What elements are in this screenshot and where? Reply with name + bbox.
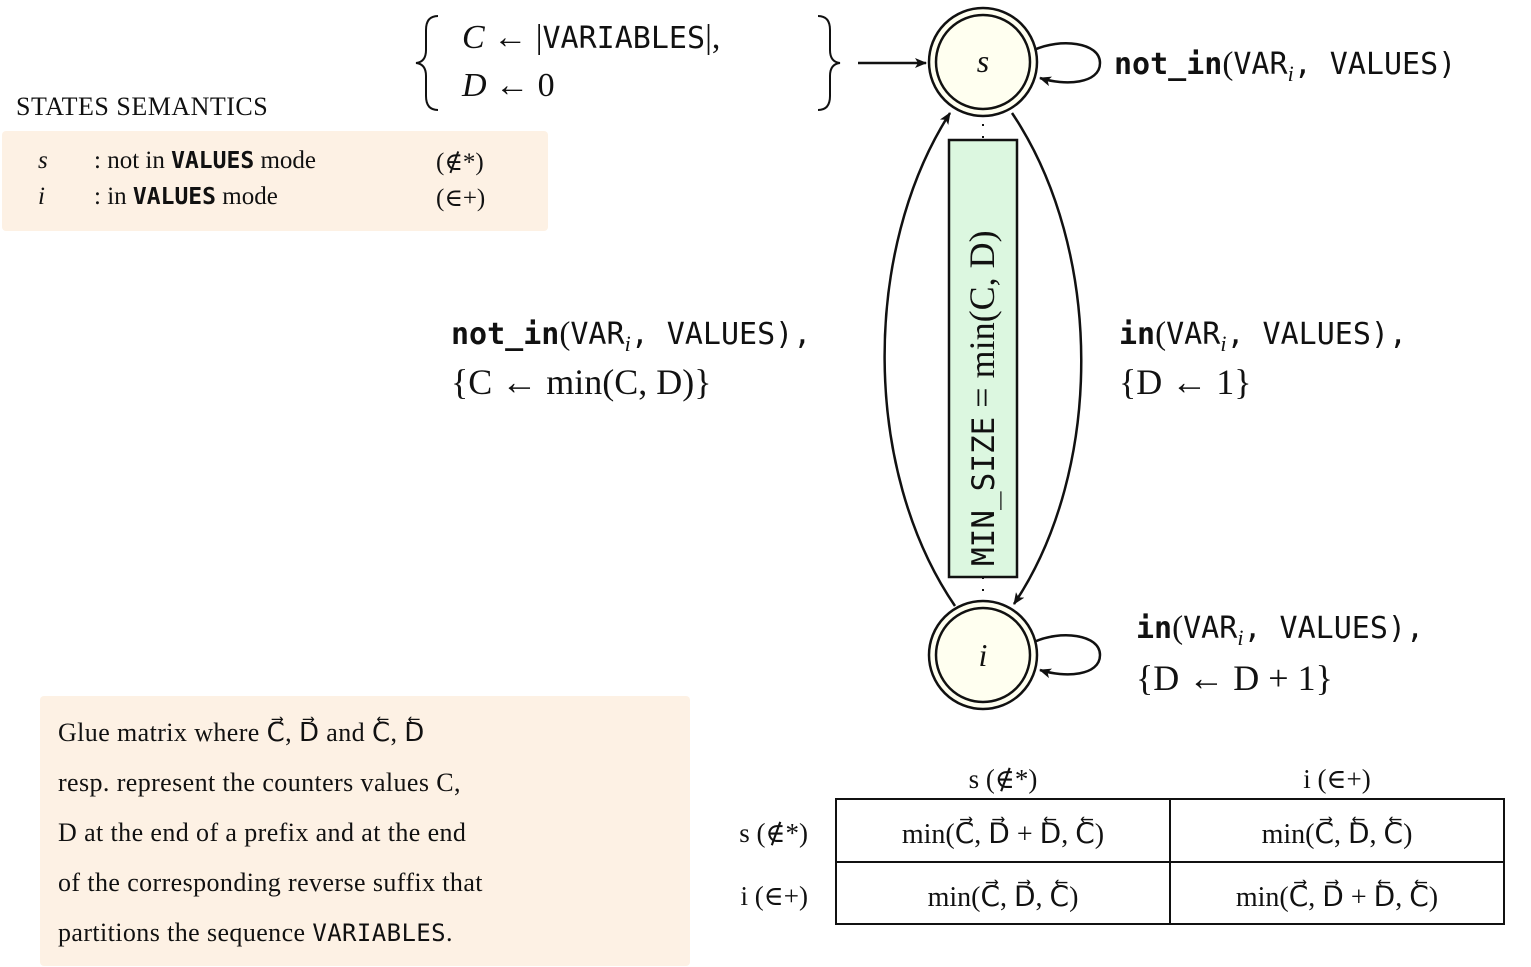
glue-row-header-i: i (∈+) [741,881,808,911]
self-loop-s [1033,42,1102,87]
self-loop-i [1033,634,1102,679]
glue-cell-s-s: min(C⃗, D⃗ + D⃖, C⃖) [902,816,1104,850]
left-brace [415,15,439,111]
glue-cell-i-i: min(C⃗, D⃗ + D⃖, C⃖) [1236,879,1438,913]
result-label: MIN_SIZE = min(C, D) [962,230,1002,566]
legend-box: s : not in VALUES mode (∉*) i : in VALUE… [2,131,548,231]
glue-text-line-4: of the corresponding reverse suffix that [58,868,483,897]
glue-text-line-2: resp. represent the counters values C, [58,768,461,797]
edge-s-to-i-update: {D ← 1} [1119,362,1252,402]
state-s: s [927,6,1039,118]
glue-text-line-1: Glue matrix where C⃗, D⃗ and C⃖, D⃖ [58,718,425,747]
state-s-label: s [977,43,989,79]
self-loop-i-update: {D ← D + 1} [1136,658,1333,698]
glue-explanation-box: Glue matrix where C⃗, D⃗ and C⃖, D⃖ resp… [40,696,690,966]
edge-s-to-i-guard: in(VARi, VALUES), [1119,316,1407,356]
glue-col-header-i: i (∈+) [1303,764,1370,794]
legend-mark-s: (∉*) [436,149,484,176]
edge-s-to-i [1010,112,1083,605]
legend-state-s: s [38,147,48,174]
edge-i-to-s-update: {C ← min(C, D)} [451,362,712,402]
self-loop-s-label: not_in(VARi, VALUES) [1114,46,1456,86]
legend-desc-s: : not in VALUES mode [94,147,316,174]
glue-text-line-3: D at the end of a prefix and at the end [58,818,467,847]
state-i: i [927,599,1039,711]
edge-i-to-s-guard: not_in(VARi, VALUES), [451,316,811,356]
glue-table: s (∉*) i (∈+) s (∉*) i (∈+) min(C⃗, D⃗ +… [739,764,1505,925]
glue-col-header-s: s (∉*) [969,764,1038,794]
result-box [947,138,1019,579]
state-i-label: i [979,637,988,673]
legend-desc-i: : in VALUES mode [94,183,278,210]
glue-cell-i-s: min(C⃗, D⃗, C⃖) [928,879,1079,913]
edge-i-to-s [883,112,957,607]
legend-state-i: i [38,183,45,210]
self-loop-i-guard: in(VARi, VALUES), [1136,610,1424,650]
right-brace [817,15,841,111]
init-line-1: C ← |VARIABLES|, [462,19,720,56]
legend-title: STATES SEMANTICS [16,92,269,121]
glue-row-header-s: s (∉*) [739,818,808,848]
init-line-2: D ← 0 [461,67,555,104]
legend-mark-i: (∈+) [436,185,486,212]
glue-cell-s-i: min(C⃗, D⃖, C⃖) [1262,816,1413,850]
glue-text-line-5: partitions the sequence VARIABLES. [58,918,453,947]
